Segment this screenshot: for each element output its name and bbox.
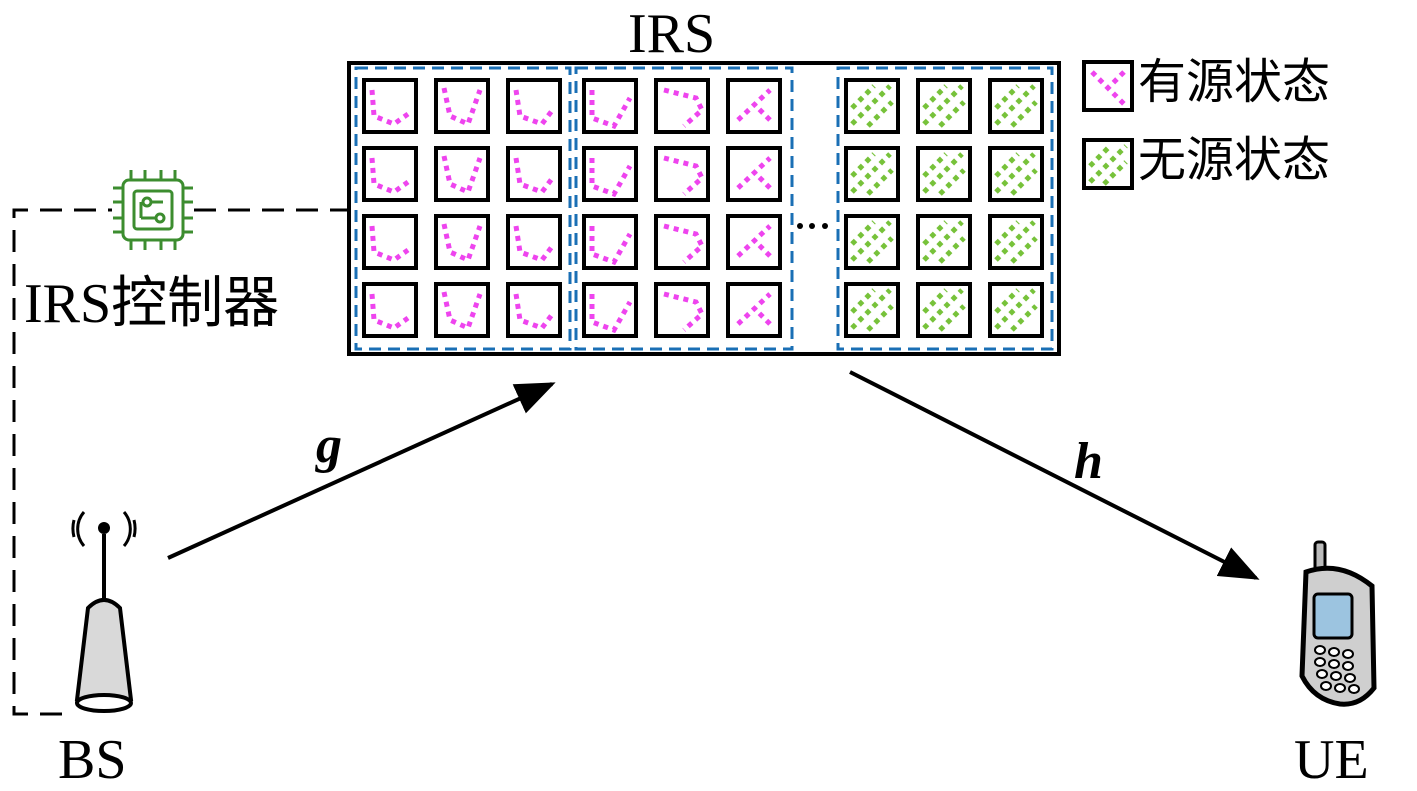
controller-label-text: IRS控制器: [24, 273, 280, 335]
irs-element-active: [654, 78, 710, 134]
irs-element-active: [582, 282, 638, 338]
ue-label: UE: [1294, 729, 1369, 791]
irs-element-active: [726, 282, 782, 338]
irs-element-passive: [916, 282, 972, 338]
irs-element-active: [726, 146, 782, 202]
irs-element-passive: [916, 146, 972, 202]
irs-element-passive: [988, 146, 1044, 202]
irs-element-active: [582, 146, 638, 202]
controller-link: [12, 208, 348, 716]
controller-label: IRS控制器: [24, 276, 279, 332]
irs-element-active: [506, 78, 562, 134]
irs-element-active: [506, 282, 562, 338]
channel-g-arrow: [167, 382, 556, 560]
irs-elements: [362, 78, 1044, 338]
irs-element-passive: [916, 78, 972, 134]
irs-element-passive: [844, 214, 900, 270]
irs-element-active: [434, 214, 490, 270]
irs-element-passive: [988, 282, 1044, 338]
irs-title: IRS: [628, 3, 716, 65]
legend-active-label: 有源状态: [1138, 54, 1331, 110]
channel-g-label: g: [316, 417, 342, 474]
irs-element-passive: [844, 282, 900, 338]
irs-element-passive: [988, 214, 1044, 270]
irs-element-active: [726, 214, 782, 270]
channel-h-arrow: [849, 370, 1260, 580]
irs-group-1: [354, 66, 572, 351]
irs-element-active: [434, 282, 490, 338]
chip-icon: [113, 170, 193, 250]
phone-icon: [1299, 540, 1377, 707]
irs-element-active: [434, 78, 490, 134]
irs-element-active: [654, 214, 710, 270]
irs-element-active: [362, 78, 418, 134]
irs-element-active: [726, 78, 782, 134]
irs-element-active: [434, 146, 490, 202]
channel-h-label: h: [1074, 433, 1103, 490]
irs-element-active: [506, 146, 562, 202]
irs-element-active: [362, 146, 418, 202]
irs-element-active: [654, 146, 710, 202]
irs-element-active: [362, 282, 418, 338]
legend-passive-label: 无源状态: [1138, 132, 1331, 188]
irs-group-3: [836, 66, 1054, 351]
irs-element-passive: [844, 146, 900, 202]
legend-active-swatch: [1082, 60, 1134, 112]
bs-label: BS: [58, 729, 127, 791]
irs-element-active: [654, 282, 710, 338]
ellipsis-dots: [797, 223, 828, 229]
irs-element-passive: [988, 78, 1044, 134]
irs-element-active: [362, 214, 418, 270]
irs-element-active: [506, 214, 562, 270]
irs-element-active: [582, 78, 638, 134]
base-station-icon: [71, 511, 137, 713]
irs-element-active: [582, 214, 638, 270]
irs-element-passive: [916, 214, 972, 270]
legend-passive-swatch: [1082, 138, 1134, 190]
irs-element-passive: [844, 78, 900, 134]
